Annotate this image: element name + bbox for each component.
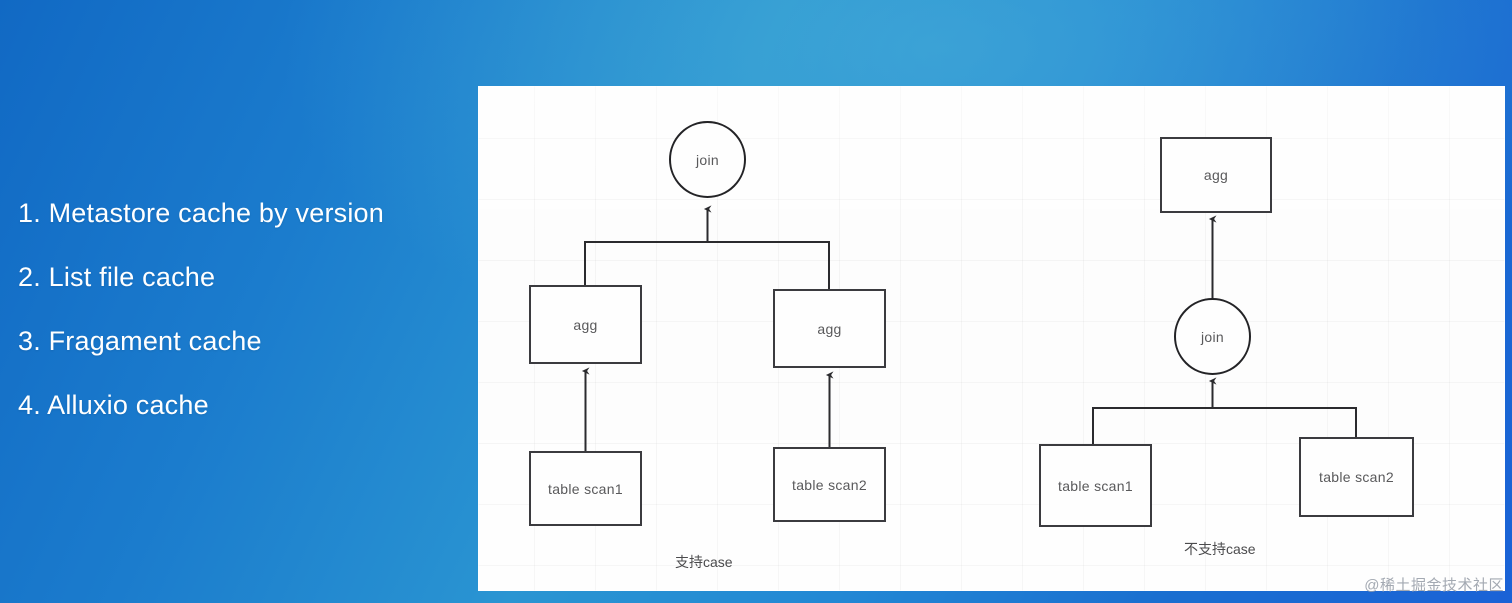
node-agg-right[interactable]: agg bbox=[1160, 137, 1272, 213]
diagram-connectors bbox=[581, 205, 1357, 452]
bullet-item-3: 3. Fragament cache bbox=[18, 326, 262, 356]
node-join-left[interactable]: join bbox=[669, 121, 746, 198]
bullet-item-2: 2. List file cache bbox=[18, 262, 216, 292]
diagram-panel: join agg agg table scan1 table scan2 agg… bbox=[478, 86, 1505, 591]
bullet-list: 1. Metastore cache by version 2. List fi… bbox=[18, 196, 458, 422]
bullet-item-4: 4. Alluxio cache bbox=[18, 390, 209, 420]
node-table-scan1-left[interactable]: table scan1 bbox=[529, 451, 642, 526]
node-agg-left-1[interactable]: agg bbox=[529, 285, 642, 364]
watermark-label: @稀土掘金技术社区 bbox=[1364, 577, 1504, 594]
caption-unsupported-case: 不支持case bbox=[1184, 541, 1256, 557]
caption-supported-case: 支持case bbox=[675, 554, 733, 570]
node-table-scan1-right[interactable]: table scan1 bbox=[1039, 444, 1152, 527]
node-join-right[interactable]: join bbox=[1174, 298, 1251, 375]
node-agg-left-2[interactable]: agg bbox=[773, 289, 886, 368]
node-table-scan2-left[interactable]: table scan2 bbox=[773, 447, 886, 522]
node-table-scan2-right[interactable]: table scan2 bbox=[1299, 437, 1414, 517]
bullet-item-1: 1. Metastore cache by version bbox=[18, 198, 384, 228]
